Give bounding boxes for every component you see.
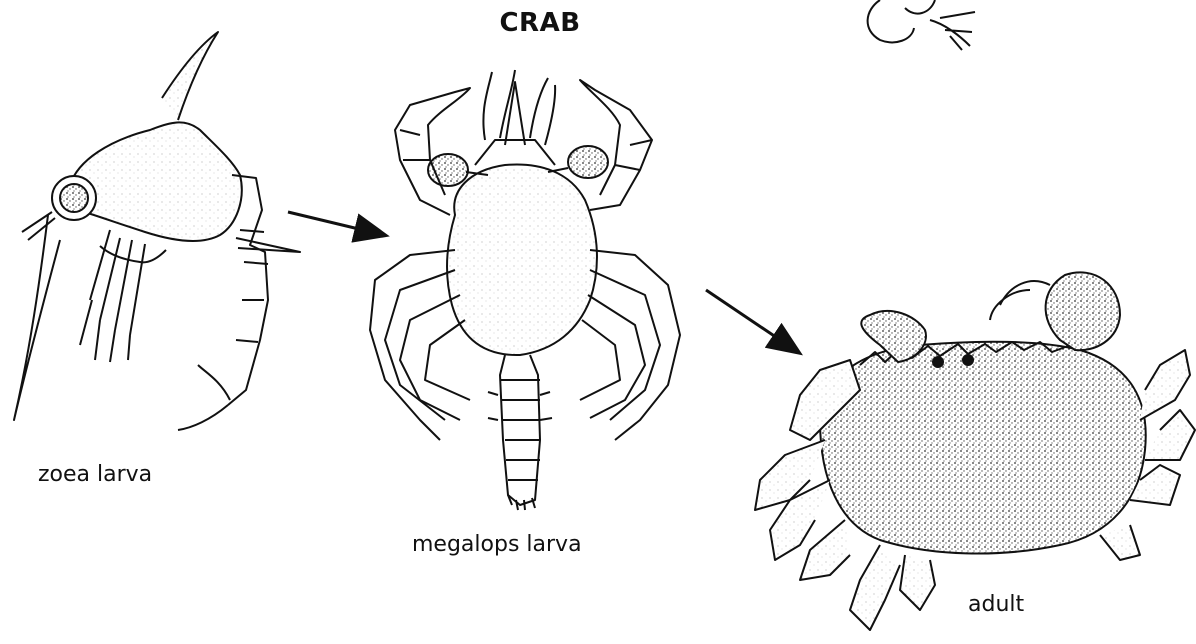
arrow-zoea-to-megalops (288, 212, 384, 235)
adult-crab-illustration (755, 272, 1195, 630)
adult-label: adult (968, 592, 1024, 617)
partial-sketch (868, 0, 975, 50)
arrow-megalops-to-adult (706, 290, 798, 352)
zoea-larva-illustration (14, 32, 300, 430)
megalops-larva-illustration (370, 70, 680, 510)
zoea-larva-label: zoea larva (38, 462, 152, 487)
megalops-larva-label: megalops larva (412, 532, 582, 557)
diagram-title: CRAB (499, 8, 580, 38)
